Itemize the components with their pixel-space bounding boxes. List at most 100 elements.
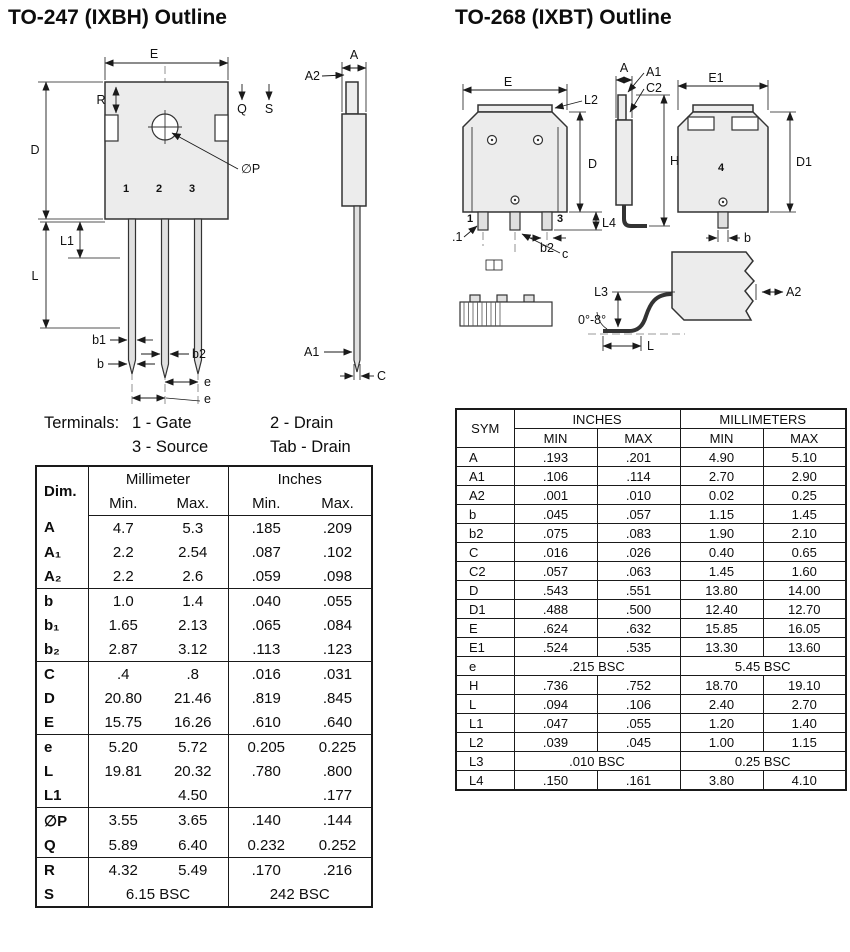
value-cell: 21.46	[158, 686, 229, 710]
dim-label-a2: A2	[305, 69, 320, 83]
dim-label-q: Q	[237, 102, 247, 116]
col-header-inches: Inches	[277, 470, 322, 488]
value-cell: .500	[596, 599, 681, 619]
value-cell: 1.15	[679, 504, 764, 524]
value-cell: .488	[513, 599, 598, 619]
dim-cell: A₂	[36, 564, 89, 589]
value-cell: 2.90	[762, 466, 847, 486]
value-cell	[228, 783, 304, 808]
value-cell: .640	[304, 710, 372, 735]
dim-cell: Q	[36, 833, 89, 858]
dim-cell: L1	[455, 713, 515, 733]
dim-label-d1: D1	[796, 155, 812, 169]
value-cell: 2.70	[679, 466, 764, 486]
value-cell: 0.65	[762, 542, 847, 562]
dim-cell: L1	[36, 783, 89, 808]
value-cell: .819	[251, 689, 281, 707]
pin-2	[160, 218, 170, 379]
value-cell: .047	[513, 713, 598, 733]
dim-label-b2: b2	[192, 347, 206, 361]
value-cell: 18.70	[679, 675, 764, 695]
dim-cell: D	[455, 580, 515, 600]
value-cell: .177	[304, 783, 372, 808]
value-cell: 5.20	[108, 738, 138, 756]
value-cell: 3.55	[108, 812, 138, 829]
dim-cell: b	[36, 588, 89, 613]
dim-cell: E	[455, 618, 515, 638]
dim-cell: A	[36, 515, 89, 540]
value-cell: 5.3	[158, 515, 229, 540]
value-cell: 20.32	[158, 759, 229, 783]
value-cell: .059	[228, 564, 304, 589]
value-cell: 20.80	[104, 689, 143, 707]
value-cell: 19.81	[104, 762, 143, 780]
value-cell: .140	[251, 812, 281, 829]
value-cell: .075	[513, 523, 598, 543]
value-cell: 0.252	[304, 833, 372, 858]
value-cell: 0.225	[318, 738, 357, 756]
value-cell: .845	[322, 689, 353, 707]
value-cell: 3.80	[679, 770, 764, 791]
col-header-millimeters: MILLIMETERS	[679, 408, 847, 429]
dim-label-c: C	[377, 369, 386, 383]
col-header-dim: Dim.	[36, 466, 89, 516]
dim-cell: b₂	[36, 637, 89, 662]
value-cell: .031	[322, 665, 353, 683]
dim-label-d: D	[588, 157, 597, 171]
tab-pin	[717, 211, 729, 229]
dim-label-e-pitch-2: e	[204, 392, 211, 406]
pin-1-number: 1	[467, 213, 473, 225]
pin-3-number: 3	[557, 213, 563, 225]
dim-cell: ∅P	[36, 807, 89, 833]
value-cell: 6.15 BSC	[88, 882, 229, 907]
value-cell: .8	[158, 661, 229, 686]
dim-label-a1: A1	[304, 345, 319, 359]
to268-bottom-view	[459, 294, 553, 327]
terminals-spacer	[44, 438, 132, 457]
dim-label-e-width: E	[150, 47, 158, 61]
dim-label-dot1: .1	[452, 230, 462, 244]
value-cell: 1.60	[762, 561, 847, 581]
value-cell: 242 BSC	[269, 885, 330, 903]
dim-label-c2: C2	[646, 81, 662, 95]
dim-cell: L2	[455, 732, 515, 752]
to247-front-view: 1 2 3	[104, 66, 229, 404]
col-header-millimeter: Millimeter	[88, 466, 229, 491]
value-cell: .065	[251, 616, 281, 634]
value-cell: 15.85	[679, 618, 764, 638]
dim-cell: H	[455, 675, 515, 695]
dim-label-angle: 0°-8°	[578, 313, 606, 327]
value-cell: .780	[251, 762, 281, 780]
dim-cell: C	[455, 542, 515, 562]
to247-outline-drawing: 1 2 3 E D R Q S ∅P	[30, 47, 386, 406]
page-title-to268: TO-268 (IXBT) Outline	[455, 6, 672, 29]
value-cell: .055	[596, 713, 681, 733]
value-cell: .010 BSC	[513, 751, 681, 771]
value-cell: 2.6	[158, 564, 229, 589]
dim-label-a1: A1	[646, 65, 661, 79]
value-cell: .736	[513, 675, 598, 695]
value-cell: 2.54	[158, 540, 229, 564]
to268-front-view: 1 3 E L2 D L4 b2 .1	[452, 75, 616, 271]
value-cell: .057	[596, 504, 681, 524]
dim-cell: L	[455, 694, 515, 714]
value-cell: 5.72	[158, 734, 229, 759]
value-cell: 0.232	[228, 833, 304, 858]
dim-label-hole-diameter: ∅P	[241, 162, 260, 176]
value-cell: 5.89	[88, 833, 158, 858]
